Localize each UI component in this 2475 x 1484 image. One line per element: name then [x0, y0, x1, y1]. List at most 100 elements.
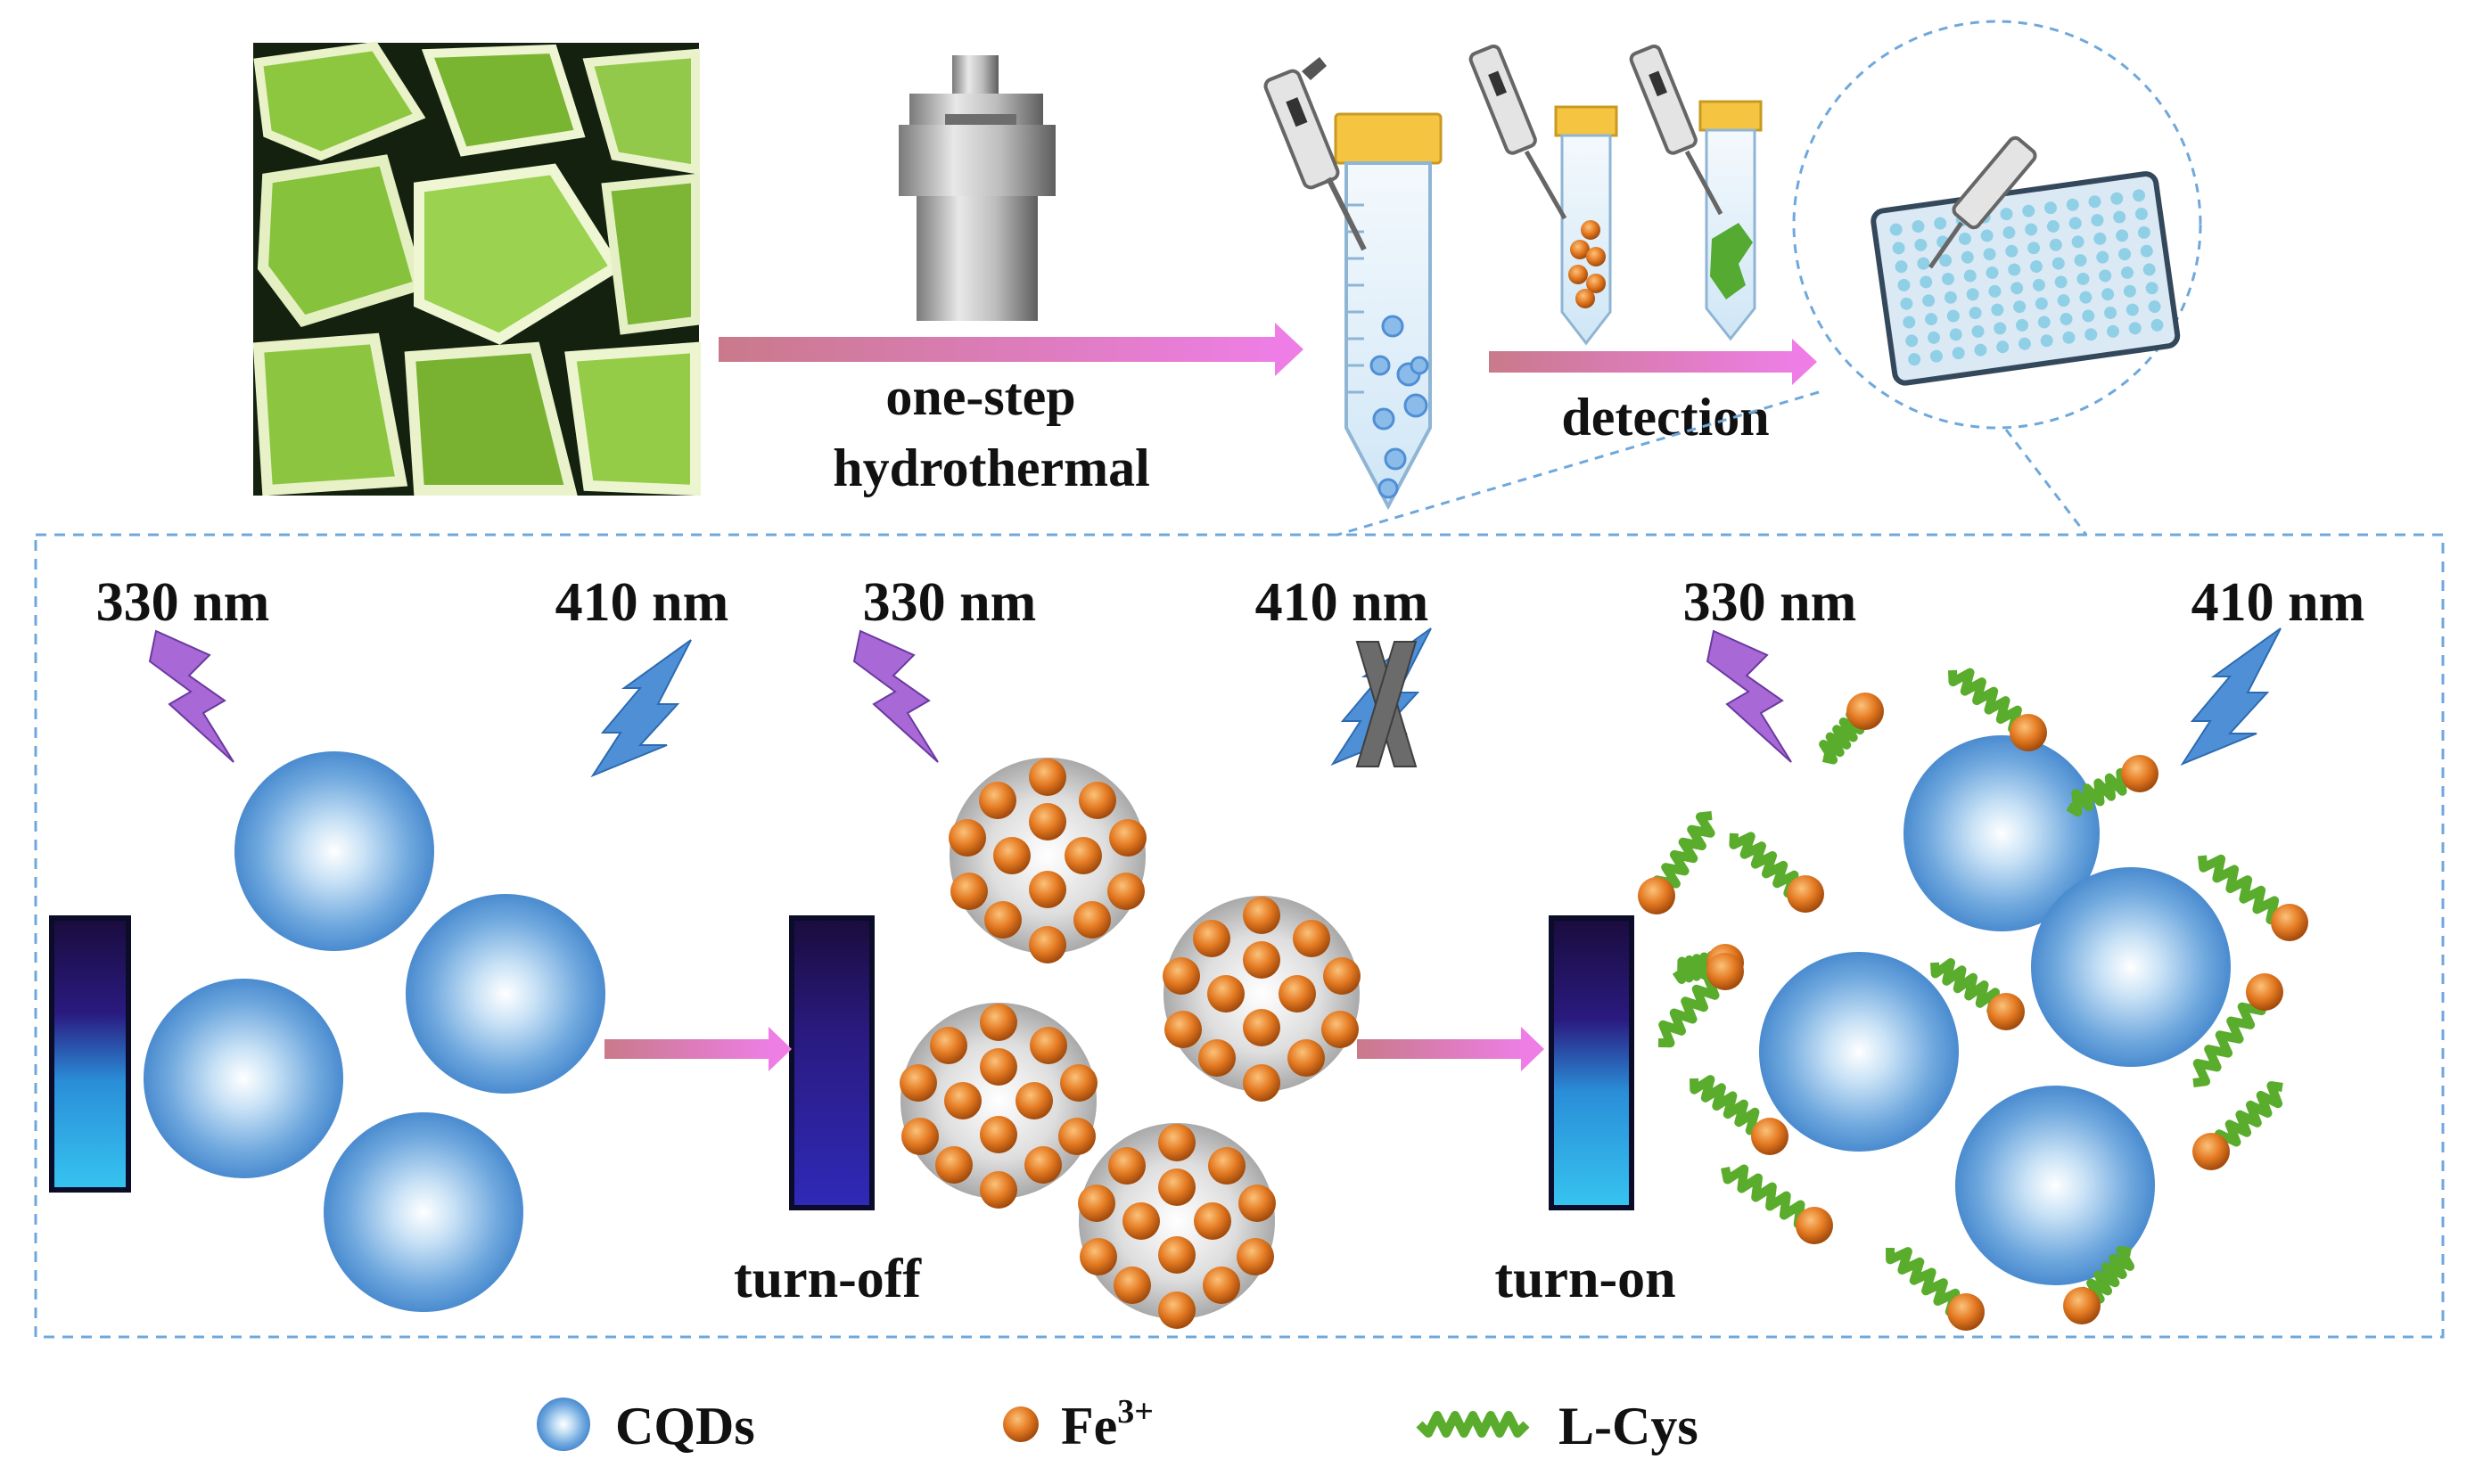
- lcys-chain: [1930, 958, 2003, 1016]
- legend-lcys-icon: [1416, 1411, 1530, 1438]
- fe-ion: [1947, 1293, 1985, 1331]
- plate-well: [2106, 324, 2119, 338]
- lcys-chain: [2198, 854, 2283, 925]
- fe-ion: [1796, 1207, 1833, 1244]
- lcys-chain: [1948, 668, 2025, 734]
- plate-well: [1929, 349, 1943, 363]
- plate-well: [1920, 275, 1933, 289]
- panel3-cqds: [1759, 735, 2231, 1285]
- plate-well: [1903, 316, 1916, 329]
- plate-well: [2016, 318, 2029, 332]
- plate-well: [1912, 220, 1925, 234]
- fe-ion: [984, 901, 1022, 939]
- plate-well: [1961, 250, 1974, 264]
- lcys-chain: [1721, 1164, 1812, 1229]
- fe-ion: [1079, 782, 1116, 819]
- legend-cqd-icon: [537, 1398, 590, 1451]
- plate-well: [1889, 223, 1903, 236]
- fe-ion: [2271, 904, 2308, 941]
- plate-well: [2099, 269, 2112, 283]
- fe-ion: [993, 837, 1031, 874]
- plate-well: [2088, 195, 2101, 209]
- plate-well: [1908, 353, 1921, 366]
- plate-well: [2025, 223, 2038, 236]
- plate-well: [2113, 210, 2126, 224]
- fe-ion: [1073, 901, 1111, 939]
- legend-lcys-label: L-Cys: [1558, 1397, 1698, 1455]
- plate-well: [2013, 300, 2027, 314]
- well-plate-icon: [1792, 20, 2202, 430]
- fe-ion: [1787, 875, 1824, 913]
- plate-well: [1905, 334, 1919, 348]
- panel2-excitation-label: 330 nm: [863, 572, 1037, 633]
- panel3-excitation-label: 330 nm: [1683, 572, 1857, 633]
- fe-ion: [1024, 1146, 1062, 1184]
- fe-ion: [1114, 1267, 1151, 1304]
- plate-well: [2096, 250, 2109, 264]
- fe-ion: [979, 782, 1016, 819]
- plate-well: [1927, 331, 1940, 344]
- fe-ion: [1108, 1147, 1146, 1185]
- plate-well: [1944, 291, 1957, 304]
- fe-ion: [1107, 873, 1145, 910]
- plate-well: [2010, 282, 2024, 295]
- fe-ion: [1158, 1236, 1196, 1274]
- fe-ion: [1078, 1185, 1115, 1222]
- fe-ion: [949, 819, 986, 857]
- plate-well: [1900, 297, 1913, 310]
- plate-well: [2148, 300, 2161, 314]
- plate-well: [2054, 275, 2068, 289]
- fe-ion: [935, 1146, 973, 1184]
- fe-ion: [1158, 1291, 1196, 1329]
- plate-well: [2035, 297, 2048, 310]
- fe-ion: [1109, 819, 1147, 857]
- legend-cqds-label: CQDs: [615, 1397, 755, 1455]
- plate-well: [2066, 198, 2079, 211]
- fe-ion: [1030, 1027, 1067, 1064]
- legend-fe-icon: [1003, 1406, 1039, 1442]
- plate-well: [2150, 318, 2164, 332]
- plate-well: [2128, 322, 2142, 335]
- plate-well: [2060, 312, 2073, 325]
- legend: CQDs Fe3+ L-Cys: [537, 1393, 1698, 1455]
- plate-well: [2068, 217, 2082, 230]
- plate-well: [2018, 337, 2031, 350]
- fe-ion: [1164, 1011, 1202, 1048]
- fe-ion: [1193, 920, 1230, 957]
- fe-ion: [1208, 1147, 1246, 1185]
- fe-ion: [1158, 1124, 1196, 1161]
- plate-well: [2062, 331, 2076, 344]
- fe-ion: [980, 1116, 1017, 1153]
- fe-ion: [1029, 803, 1066, 840]
- plate-well: [2101, 288, 2115, 301]
- plate-well: [2140, 244, 2153, 258]
- plate-well: [2002, 225, 2016, 239]
- panel-arrow-1: [604, 1027, 792, 1071]
- fe-ion: [930, 1027, 967, 1064]
- plate-well: [1939, 254, 1953, 267]
- fe-ion: [1058, 1118, 1096, 1155]
- lightning-bolt-icon: [148, 629, 1792, 763]
- fe-ion: [2121, 755, 2158, 792]
- fe-ion: [1243, 897, 1280, 934]
- fe-ion: [1198, 1039, 1236, 1077]
- panel1-excitation-label: 330 nm: [96, 572, 270, 633]
- plate-well: [2052, 257, 2065, 270]
- plate-well: [1969, 307, 1982, 320]
- fe-ion: [1987, 993, 2025, 1030]
- fe-ion: [2192, 1133, 2230, 1170]
- fe-ion: [1751, 1118, 1788, 1155]
- fe-ion: [1207, 975, 1245, 1013]
- fe-ion: [2010, 714, 2047, 751]
- cross-mark-icon: [1355, 641, 1418, 767]
- zoom-connector: [1336, 390, 2088, 537]
- fe-ion: [1323, 957, 1361, 995]
- plate-well: [2142, 263, 2156, 276]
- plate-well: [2110, 192, 2124, 205]
- panel1-emission-label: 410 nm: [555, 572, 729, 633]
- fe-ion: [1203, 1267, 1240, 1304]
- plate-well: [1980, 229, 1994, 242]
- fe-ion: [1293, 920, 1330, 957]
